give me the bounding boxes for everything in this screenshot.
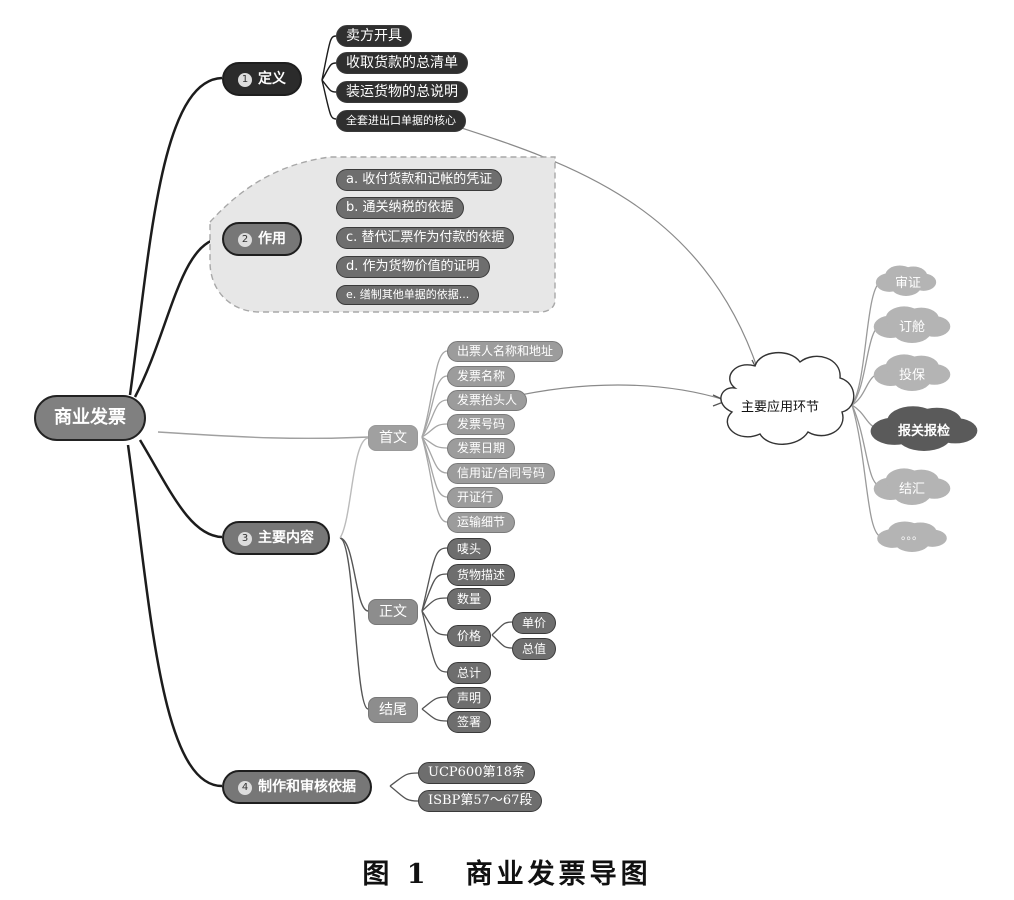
branch-label: 制作和审核依据 [258,779,356,795]
application-cloud-4 [873,468,951,506]
caption-title: 商业发票导图 [465,859,652,890]
header-item[interactable]: 运输细节 [447,512,516,533]
branch-number: 4 [238,781,252,795]
price-item[interactable]: 单价 [512,612,557,634]
header-item[interactable]: 出票人名称和地址 [447,341,564,362]
branch-label: 作用 [258,231,286,247]
branch-number: 3 [238,532,252,546]
function-item[interactable]: a. 收付货款和记帐的凭证 [336,169,503,191]
link-definition-application [439,120,759,371]
header-item[interactable]: 开证行 [447,487,504,508]
root-node[interactable]: 商业发票 [34,395,146,441]
function-item[interactable]: e. 缮制其他单据的依据... [336,285,480,305]
definition-item[interactable]: 全套进出口单据的核心 [336,110,466,132]
link-root-content [138,439,223,539]
application-item-4: 结汇 [898,482,925,497]
root-label: 商业发票 [54,407,126,428]
body-item[interactable]: 总计 [447,662,492,684]
application-item-1: 订舱 [898,320,925,335]
application-cloud-5 [877,521,947,552]
price-item[interactable]: 总值 [512,638,557,660]
branch-basis[interactable]: 4 制作和审核依据 [222,770,372,804]
branch-label: 定义 [258,71,286,87]
link-root-basis [126,444,223,788]
application-label: 主要应用环节 [741,400,820,415]
header-item[interactable]: 发票日期 [447,438,516,459]
function-item[interactable]: c. 替代汇票作为付款的依据 [336,227,515,249]
link-root-definition [128,76,223,396]
application-item-3: 报关报检 [897,424,950,439]
basis-item[interactable]: UCP600第18条 [418,762,536,784]
body-item-price[interactable]: 价格 [447,625,492,647]
content-body-section[interactable]: 正文 [368,599,418,625]
body-item[interactable]: 货物描述 [447,564,516,586]
branch-number: 2 [238,233,252,247]
closing-item[interactable]: 声明 [447,687,492,709]
application-item-0: 审证 [894,276,921,291]
function-item[interactable]: b. 通关纳税的依据 [336,197,464,219]
application-cloud [720,351,855,445]
figure-caption: 图 1 商业发票导图 [0,852,1014,891]
body-item[interactable]: 数量 [447,588,492,610]
closing-item[interactable]: 签署 [447,711,492,733]
content-closing-section[interactable]: 结尾 [368,697,418,723]
branch-definition[interactable]: 1 定义 [222,62,302,96]
application-cloud-1 [873,306,951,344]
application-cloud-3 [870,406,978,451]
content-header-section[interactable]: 首文 [368,425,418,451]
header-item[interactable]: 发票号码 [447,414,516,435]
header-item[interactable]: 发票名称 [447,366,516,387]
application-cloud-0 [875,265,937,297]
branch-label: 主要内容 [258,530,314,546]
application-cloud-2 [873,354,951,392]
application-item-2: 投保 [898,368,925,383]
branch-content[interactable]: 3 主要内容 [222,521,330,555]
branch-number: 1 [238,73,252,87]
basis-item[interactable]: ISBP第57～67段 [418,790,543,812]
body-item[interactable]: 唛头 [447,538,492,560]
definition-item[interactable]: 卖方开具 [336,25,412,47]
header-item[interactable]: 信用证/合同号码 [447,463,556,484]
application-item-5: 。。。 [901,529,923,542]
function-item[interactable]: d. 作为货物价值的证明 [336,256,490,278]
definition-item[interactable]: 装运货物的总说明 [336,81,468,103]
caption-figure: 图 1 [362,859,430,890]
header-item[interactable]: 发票抬头人 [447,390,528,411]
branch-function[interactable]: 2 作用 [222,222,302,256]
link-root-function [133,236,223,398]
link-addressee-application [497,384,726,401]
link-root-header [157,431,371,440]
definition-item[interactable]: 收取货款的总清单 [336,52,468,74]
